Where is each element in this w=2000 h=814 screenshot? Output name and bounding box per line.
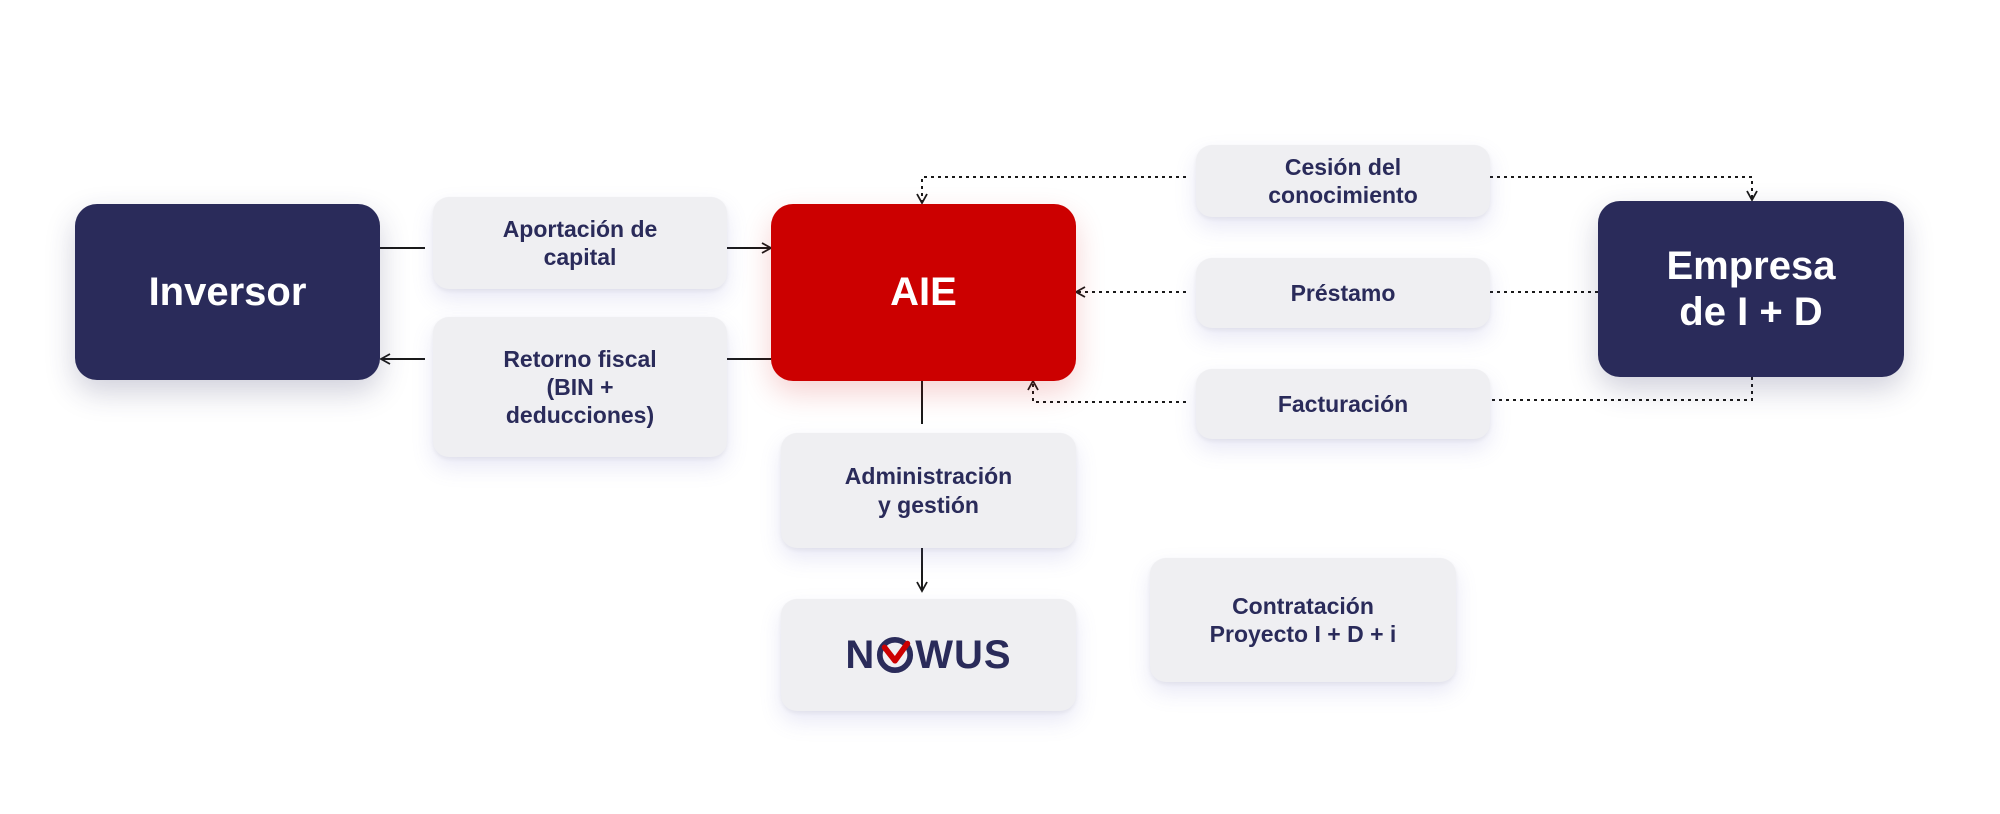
aportacion-label: Aportación de capital bbox=[502, 215, 658, 270]
facturacion-label: Facturación bbox=[1277, 390, 1409, 417]
nowus-logo-suffix: WUS bbox=[915, 632, 1012, 677]
connector-empresa-to-facturacion bbox=[1490, 377, 1753, 401]
prestamo-label: Préstamo bbox=[1290, 279, 1396, 306]
prestamo-pill: Préstamo bbox=[1196, 258, 1490, 328]
aie-box: AIE bbox=[771, 204, 1076, 381]
inversor-label: Inversor bbox=[148, 269, 307, 314]
inversor-box: Inversor bbox=[75, 204, 380, 380]
contratacion-pill: Contratación Proyecto I + D + i bbox=[1150, 558, 1456, 682]
aportacion-pill: Aportación de capital bbox=[433, 197, 727, 289]
empresa-box: Empresa de I + D bbox=[1598, 201, 1904, 377]
arrow-facturacion-to-aie bbox=[1027, 379, 1186, 403]
contratacion-label: Contratación Proyecto I + D + i bbox=[1209, 592, 1397, 647]
cesion-pill: Cesión del conocimiento bbox=[1196, 145, 1490, 217]
arrow-cesion-to-aie bbox=[916, 176, 1186, 205]
administracion-pill: Administración y gestión bbox=[781, 433, 1076, 548]
nowus-logo-pill: N WUS bbox=[781, 599, 1076, 711]
cesion-label: Cesión del conocimiento bbox=[1268, 153, 1418, 208]
empresa-label: Empresa de I + D bbox=[1666, 244, 1836, 334]
nowus-logo: N WUS bbox=[845, 631, 1011, 680]
administracion-label: Administración y gestión bbox=[844, 463, 1013, 518]
aie-label: AIE bbox=[890, 270, 957, 314]
nowus-logo-prefix: N bbox=[845, 632, 876, 677]
facturacion-pill: Facturación bbox=[1196, 369, 1490, 439]
retorno-label: Retorno fiscal (BIN + deducciones) bbox=[503, 345, 657, 429]
retorno-pill: Retorno fiscal (BIN + deducciones) bbox=[433, 317, 727, 457]
nowus-logo-o-icon bbox=[877, 636, 914, 674]
arrow-cesion-to-empresa bbox=[1490, 176, 1758, 202]
